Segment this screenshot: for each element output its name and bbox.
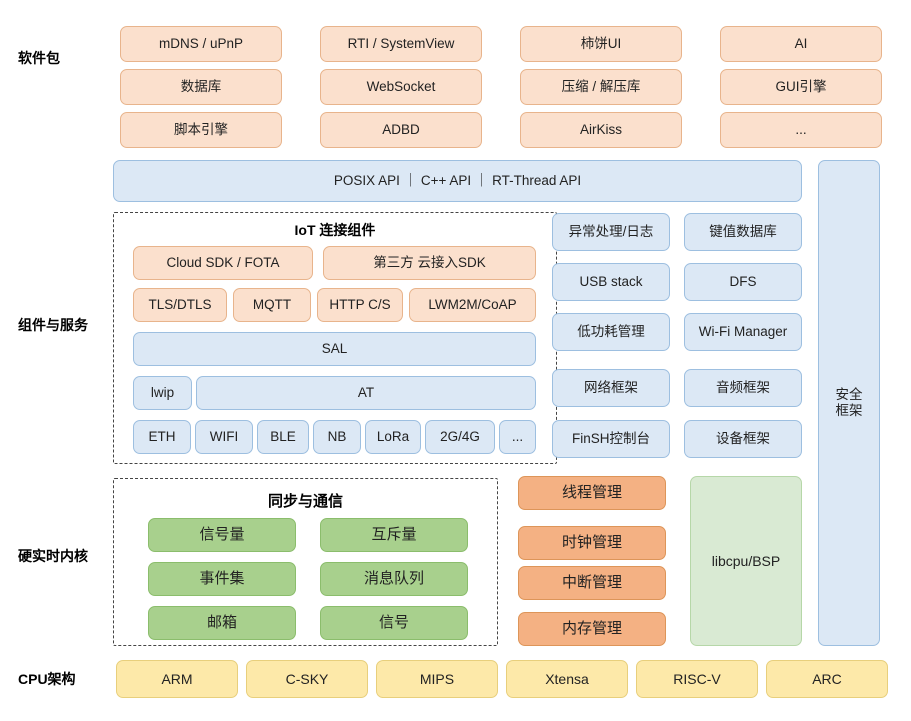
- cpu-arch-risc-v[interactable]: RISC-V: [636, 660, 758, 698]
- component-wifi-manager[interactable]: Wi-Fi Manager: [684, 313, 802, 351]
- iot-wifi[interactable]: WIFI: [195, 420, 253, 454]
- iot-ble[interactable]: BLE: [257, 420, 309, 454]
- iot-2g-4g[interactable]: 2G/4G: [425, 420, 495, 454]
- component-network-framework[interactable]: 网络框架: [552, 369, 670, 407]
- package-websocket[interactable]: WebSocket: [320, 69, 482, 105]
- kernel-signal[interactable]: 信号: [320, 606, 468, 640]
- kernel-group-border: [113, 478, 498, 646]
- package-mdns-upnp[interactable]: mDNS / uPnP: [120, 26, 282, 62]
- manager-memory[interactable]: 内存管理: [518, 612, 666, 646]
- iot-third-party-cloud-sdk[interactable]: 第三方 云接入SDK: [323, 246, 536, 280]
- component-dfs[interactable]: DFS: [684, 263, 802, 301]
- iot-cloud-sdk-fota[interactable]: Cloud SDK / FOTA: [133, 246, 313, 280]
- package-ai[interactable]: AI: [720, 26, 882, 62]
- iot-tls-dtls[interactable]: TLS/DTLS: [133, 288, 227, 322]
- component-exception-log[interactable]: 异常处理/日志: [552, 213, 670, 251]
- package-more[interactable]: ...: [720, 112, 882, 148]
- row-label-components-services: 组件与服务: [18, 317, 88, 333]
- package-script-engine[interactable]: 脚本引擎: [120, 112, 282, 148]
- iot-mqtt[interactable]: MQTT: [233, 288, 311, 322]
- row-label-cpu-arch: CPU架构: [18, 671, 76, 687]
- package-shibing-ui[interactable]: 柿饼UI: [520, 26, 682, 62]
- kernel-group-title: 同步与通信: [267, 493, 343, 510]
- api-bar-label: POSIX API ｜ C++ API ｜ RT-Thread API: [333, 173, 582, 189]
- component-usb-stack[interactable]: USB stack: [552, 263, 670, 301]
- iot-lwip[interactable]: lwip: [133, 376, 192, 410]
- package-adbd[interactable]: ADBD: [320, 112, 482, 148]
- kernel-event-set[interactable]: 事件集: [148, 562, 296, 596]
- manager-interrupt[interactable]: 中断管理: [518, 566, 666, 600]
- row-label-software-packages: 软件包: [18, 50, 60, 66]
- cpu-arch-arc[interactable]: ARC: [766, 660, 888, 698]
- component-audio-framework[interactable]: 音频框架: [684, 369, 802, 407]
- iot-http-cs[interactable]: HTTP C/S: [317, 288, 403, 322]
- libcpu-bsp[interactable]: libcpu/BSP: [690, 476, 802, 646]
- security-framework-line1: 安全: [835, 387, 863, 403]
- security-framework[interactable]: 安全 框架: [818, 160, 880, 646]
- iot-group-title: IoT 连接组件: [294, 222, 376, 238]
- kernel-semaphore[interactable]: 信号量: [148, 518, 296, 552]
- manager-thread[interactable]: 线程管理: [518, 476, 666, 510]
- iot-at[interactable]: AT: [196, 376, 536, 410]
- kernel-message-queue[interactable]: 消息队列: [320, 562, 468, 596]
- manager-clock[interactable]: 时钟管理: [518, 526, 666, 560]
- iot-lwm2m-coap[interactable]: LWM2M/CoAP: [409, 288, 536, 322]
- cpu-arch-xtensa[interactable]: Xtensa: [506, 660, 628, 698]
- cpu-arch-c-sky[interactable]: C-SKY: [246, 660, 368, 698]
- api-bar: POSIX API ｜ C++ API ｜ RT-Thread API: [113, 160, 802, 202]
- package-compression[interactable]: 压缩 / 解压库: [520, 69, 682, 105]
- package-gui-engine[interactable]: GUI引擎: [720, 69, 882, 105]
- package-airkiss[interactable]: AirKiss: [520, 112, 682, 148]
- iot-sal[interactable]: SAL: [133, 332, 536, 366]
- iot-lora[interactable]: LoRa: [365, 420, 421, 454]
- package-database[interactable]: 数据库: [120, 69, 282, 105]
- component-low-power-mgmt[interactable]: 低功耗管理: [552, 313, 670, 351]
- component-finsh-console[interactable]: FinSH控制台: [552, 420, 670, 458]
- iot-more[interactable]: ...: [499, 420, 536, 454]
- kernel-mailbox[interactable]: 邮箱: [148, 606, 296, 640]
- cpu-arch-mips[interactable]: MIPS: [376, 660, 498, 698]
- row-label-hard-realtime-kernel: 硬实时内核: [18, 548, 88, 564]
- kernel-mutex[interactable]: 互斥量: [320, 518, 468, 552]
- component-kv-database[interactable]: 键值数据库: [684, 213, 802, 251]
- package-rti-systemview[interactable]: RTI / SystemView: [320, 26, 482, 62]
- iot-nb[interactable]: NB: [313, 420, 361, 454]
- component-device-framework[interactable]: 设备框架: [684, 420, 802, 458]
- security-framework-line2: 框架: [835, 403, 863, 418]
- iot-eth[interactable]: ETH: [133, 420, 191, 454]
- cpu-arch-arm[interactable]: ARM: [116, 660, 238, 698]
